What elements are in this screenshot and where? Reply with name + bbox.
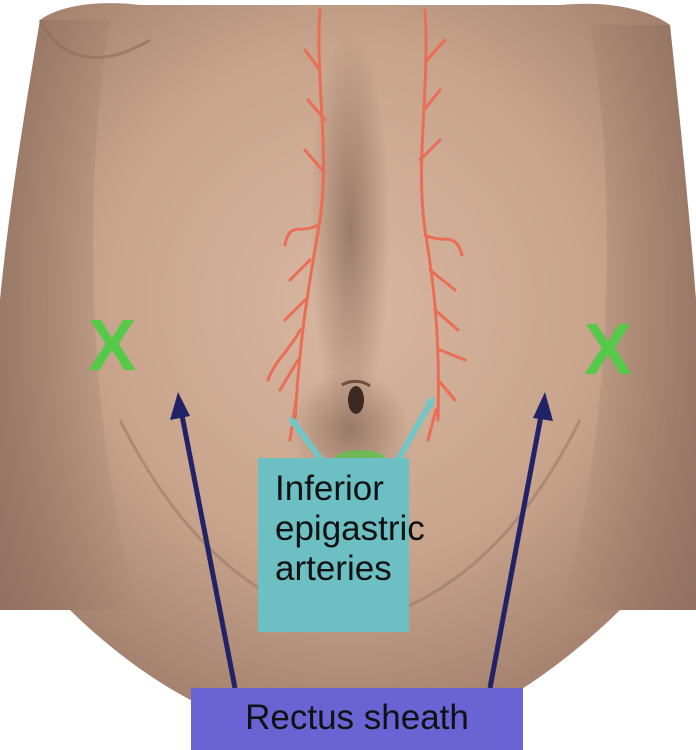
inferior-epigastric-arteries-label: Inferior epigastric arteries [258,458,409,632]
right-incision-marker: X [584,310,632,390]
rectus-sheath-label: Rectus sheath [191,688,523,750]
arteries-label-line1: Inferior [275,469,409,509]
arteries-label-line2: epigastric [275,509,409,549]
left-incision-marker: X [88,306,136,386]
arteries-label-line3: arteries [275,549,409,589]
rectus-sheath-text: Rectus sheath [245,698,469,737]
umbilicus [348,386,364,414]
